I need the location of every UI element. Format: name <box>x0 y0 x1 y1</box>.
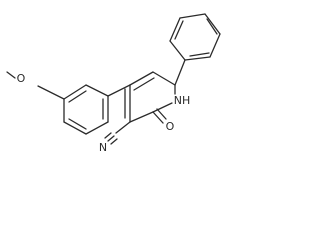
ring-bond-c2-c3 <box>129 111 154 123</box>
molecule-structure: O NH N O <box>6 13 221 154</box>
phenyl-link-bond <box>174 59 186 86</box>
phenyl-double-bond <box>189 52 210 57</box>
aryl-ring-bond <box>63 121 87 135</box>
phenyl-ring-bond <box>184 56 211 61</box>
aryl-double-bond <box>68 118 87 130</box>
o-aryl-bond <box>37 85 65 100</box>
aryl-ring-bond <box>85 84 109 97</box>
nitrile-triple-bond <box>104 132 112 139</box>
aryl-ring-bond <box>85 121 109 135</box>
carbonyl-bond <box>152 111 164 124</box>
phenyl-double-bond <box>174 20 184 40</box>
phenyl-ring-bond <box>209 33 221 58</box>
methyl-o-bond <box>6 71 16 79</box>
aryl-ring-bond <box>63 84 87 100</box>
phenyl-ring-bond <box>169 40 186 61</box>
phenyl-ring <box>169 13 221 86</box>
phenyl-ring-bond <box>204 13 221 35</box>
biaryl-bond <box>107 84 131 97</box>
nitrile-bond <box>115 121 131 134</box>
nitrile-group <box>104 121 131 145</box>
methoxy-group <box>6 71 65 100</box>
nitrile-triple-bond <box>107 135 115 142</box>
nitrile-nitrogen-label: N <box>99 141 107 154</box>
ring-bond-c5-c6 <box>152 71 176 86</box>
pyridone-ring <box>124 71 176 123</box>
methoxyphenyl-ring <box>63 84 109 135</box>
carbonyl-double-bond <box>156 108 167 120</box>
phenyl-ring-bond <box>169 17 181 42</box>
ring-double-bond-c4-c5 <box>133 77 155 91</box>
phenyl-double-bond <box>206 18 218 35</box>
nitrile-triple-bond <box>110 138 118 145</box>
methoxy-oxygen-label: O <box>17 72 26 85</box>
ring-bond-n1-c2 <box>152 102 173 113</box>
phenyl-ring-bond <box>179 13 206 19</box>
ring-bond-c4-c5 <box>129 71 154 86</box>
aryl-double-bond <box>68 90 87 103</box>
carbonyl-oxygen-label: O <box>166 120 175 133</box>
ring-nh-label: NH <box>174 94 191 107</box>
carbonyl-group <box>152 108 167 124</box>
